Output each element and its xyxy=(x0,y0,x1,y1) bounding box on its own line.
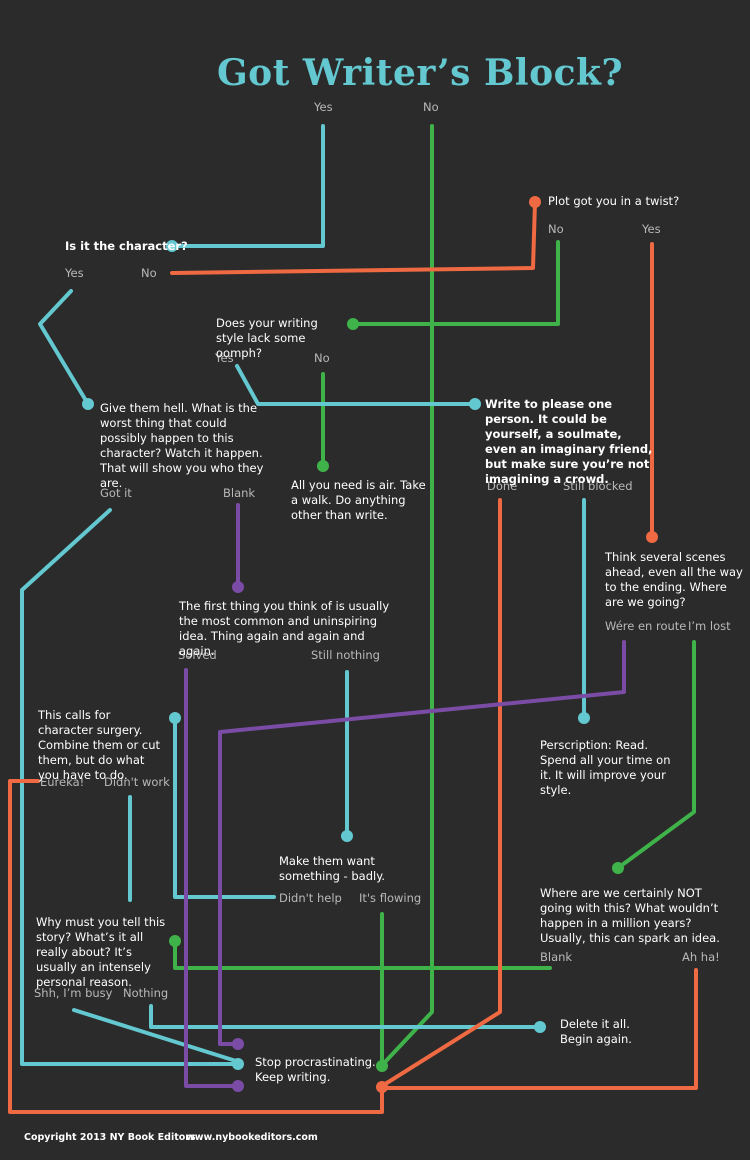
label-yes-char: Yes xyxy=(65,266,84,280)
line-nothing xyxy=(149,1004,542,1029)
dot-first-thing xyxy=(232,581,244,593)
label-yes-plot: Yes xyxy=(642,222,661,236)
dot-writing-style xyxy=(347,318,359,330)
dot-read xyxy=(578,712,590,724)
label-its-flowing: It's flowing xyxy=(359,891,422,905)
label-shh: Shh, I’m busy xyxy=(34,986,113,1000)
label-eureka: Eureka! xyxy=(40,775,85,789)
line-shh xyxy=(72,1008,238,1063)
dot-delete-all xyxy=(534,1021,546,1033)
dot-give-hell xyxy=(82,398,94,410)
label-blank-2: Blank xyxy=(540,950,573,964)
node-why-tell: Why must you tell this story? What’s it … xyxy=(36,915,166,989)
line-no-top xyxy=(383,124,434,1064)
node-writing-style: Does your writing style lack some oomph? xyxy=(216,316,318,360)
dot-surgery xyxy=(169,712,181,724)
node-plot-twist: Plot got you in a twist? xyxy=(548,194,680,208)
dot-is-character xyxy=(166,240,178,252)
node-stop-procrastinating: Stop procrastinating. Keep writing. xyxy=(255,1055,376,1084)
label-didnt-work: Didn't work xyxy=(104,775,170,789)
label-no-char: No xyxy=(141,266,157,280)
label-solved: Solved xyxy=(178,648,217,662)
node-give-hell: Give them hell. What is the worst thing … xyxy=(100,401,264,490)
node-not-going: Where are we certainly NOT going with th… xyxy=(540,886,720,945)
label-nothing: Nothing xyxy=(123,986,169,1000)
node-is-character: Is it the character? xyxy=(65,239,188,253)
line-en-route xyxy=(218,640,626,1046)
line-style-yes xyxy=(235,364,477,406)
dot-stop-green xyxy=(376,1060,388,1072)
dot-plot-twist xyxy=(529,196,541,208)
line-done xyxy=(380,498,502,1088)
label-en-route: Wére en route xyxy=(605,619,687,633)
label-still-blocked: Still blocked xyxy=(563,479,633,493)
label-no-style: No xyxy=(314,351,330,365)
dot-not-going xyxy=(612,862,624,874)
line-got-it xyxy=(20,508,238,1066)
line-plot-no xyxy=(351,240,560,326)
node-write-please: Write to please one person. It could be … xyxy=(485,397,653,486)
dot-think-ahead xyxy=(646,531,658,543)
line-blank-2 xyxy=(173,939,552,970)
line-lost xyxy=(616,640,696,870)
dot-why-tell xyxy=(169,935,181,947)
line-char-no xyxy=(170,200,537,275)
dot-need-air xyxy=(317,460,329,472)
node-delete-all: Delete it all. Begin again. xyxy=(560,1017,632,1046)
label-im-lost: I’m lost xyxy=(688,619,731,633)
label-yes-top: Yes xyxy=(314,100,333,114)
node-want-something: Make them want something - badly. xyxy=(279,854,386,883)
label-got-it: Got it xyxy=(100,486,132,500)
label-no-plot: No xyxy=(548,222,564,236)
line-solved xyxy=(184,668,238,1088)
dot-stop-purple-1 xyxy=(232,1038,244,1050)
label-no-top: No xyxy=(423,100,439,114)
dot-stop-orange xyxy=(376,1081,388,1093)
node-think-ahead: Think several scenes ahead, even all the… xyxy=(605,550,743,609)
dot-stop-purple-2 xyxy=(232,1080,244,1092)
footer-website[interactable]: www.nybookeditors.com xyxy=(186,1132,318,1143)
label-done: Done xyxy=(487,479,518,493)
line-didnt-help xyxy=(173,716,276,899)
line-char-yes xyxy=(38,289,90,406)
node-read: Perscription: Read. Spend all your time … xyxy=(540,738,671,797)
label-blank-1: Blank xyxy=(223,486,256,500)
dot-want-something xyxy=(341,830,353,842)
footer-copyright: Copyright 2013 NY Book Editors xyxy=(24,1132,196,1143)
node-first-thing: The first thing you think of is usually … xyxy=(179,599,390,658)
label-still-nothing: Still nothing xyxy=(311,648,380,662)
node-need-air: All you need is air. Take a walk. Do any… xyxy=(291,478,426,522)
line-eureka xyxy=(8,779,384,1114)
dot-write-please xyxy=(469,398,481,410)
dot-stop-cyan xyxy=(232,1058,244,1070)
page-title: Got Writer’s Block? xyxy=(216,52,624,94)
label-yes-style: Yes xyxy=(215,351,234,365)
label-ah-ha: Ah ha! xyxy=(682,950,720,964)
line-yes-top xyxy=(171,124,325,248)
node-surgery: This calls for character surgery. Combin… xyxy=(38,708,161,782)
line-ah-ha xyxy=(380,968,698,1090)
label-didnt-help: Didn't help xyxy=(279,891,342,905)
